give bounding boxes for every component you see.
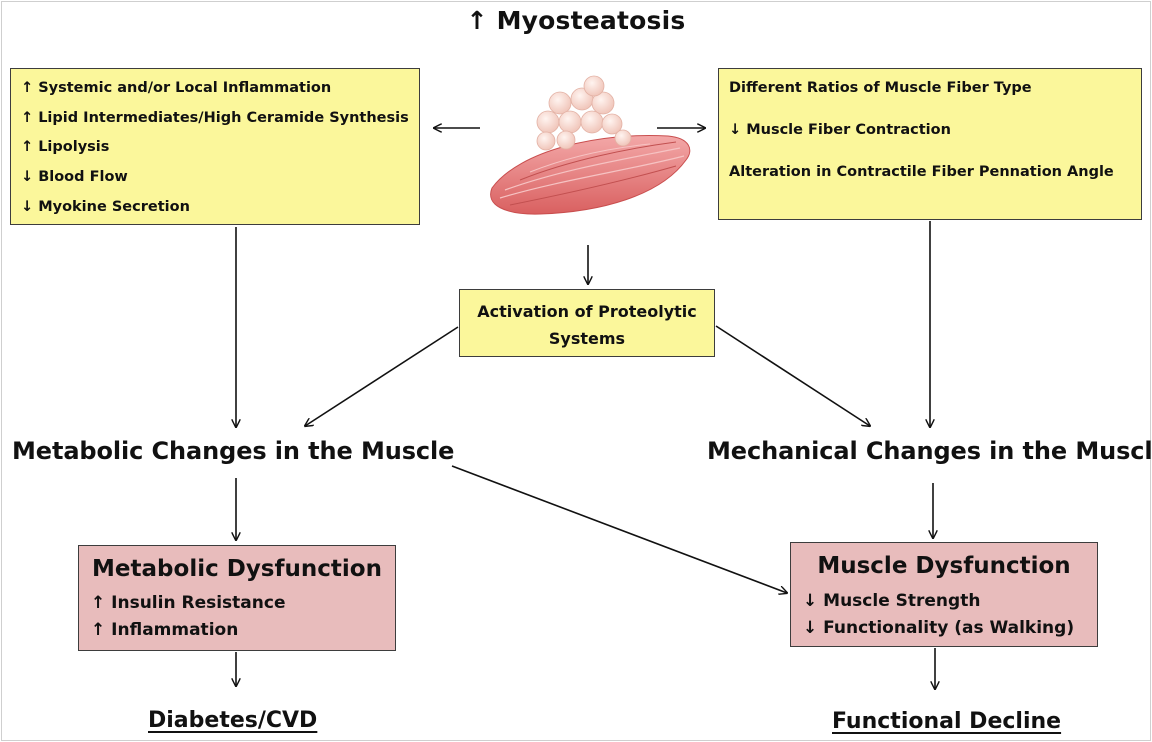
muscle-dysfunction-box: Muscle Dysfunction ↓ Muscle Strength ↓ F… <box>790 542 1098 647</box>
diagram-title: ↑ Myosteatosis <box>466 6 686 35</box>
left-effect-item: ↓ Blood Flow <box>21 169 128 185</box>
muscle-dysfunction-item: ↓ Muscle Strength <box>803 591 981 611</box>
diabetes-cvd-outcome: Diabetes/CVD <box>148 708 318 733</box>
right-effects-box: Different Ratios of Muscle Fiber Type ↓ … <box>718 68 1142 220</box>
muscle-dysfunction-item: ↓ Functionality (as Walking) <box>803 618 1075 638</box>
metabolic-dysfunction-box: Metabolic Dysfunction ↑ Insulin Resistan… <box>78 545 396 651</box>
right-effect-item: Alteration in Contractile Fiber Pennatio… <box>729 164 1114 180</box>
left-effect-item: ↑ Lipolysis <box>21 139 110 155</box>
mechanical-changes-heading: Mechanical Changes in the Muscle <box>707 437 1152 465</box>
left-effects-box: ↑ Systemic and/or Local Inflammation ↑ L… <box>10 68 420 225</box>
arrow-proteolytic-to-mechanical <box>715 325 870 426</box>
muscle-fat-illustration <box>490 75 691 215</box>
left-effect-item: ↑ Systemic and/or Local Inflammation <box>21 80 332 96</box>
right-effect-item: Different Ratios of Muscle Fiber Type <box>729 80 1032 96</box>
metabolic-changes-heading: Metabolic Changes in the Muscle <box>12 437 455 465</box>
muscle-dysfunction-title: Muscle Dysfunction <box>817 553 1071 579</box>
proteolytic-line-2: Systems <box>548 329 626 348</box>
arrow-metabolic-to-muscle-dysfunction <box>451 465 787 593</box>
left-effect-item: ↑ Lipid Intermediates/High Ceramide Synt… <box>21 110 409 126</box>
metabolic-dysfunction-item: ↑ Inflammation <box>91 620 239 640</box>
functional-decline-outcome: Functional Decline <box>832 709 1062 734</box>
metabolic-dysfunction-item: ↑ Insulin Resistance <box>91 593 286 613</box>
proteolytic-box: Activation of Proteolytic Systems <box>459 289 715 357</box>
right-effect-item: ↓ Muscle Fiber Contraction <box>729 122 951 138</box>
metabolic-dysfunction-title: Metabolic Dysfunction <box>92 556 382 582</box>
left-effect-item: ↓ Myokine Secretion <box>21 199 190 215</box>
arrow-proteolytic-to-metabolic <box>305 326 459 426</box>
proteolytic-line-1: Activation of Proteolytic <box>477 302 697 321</box>
